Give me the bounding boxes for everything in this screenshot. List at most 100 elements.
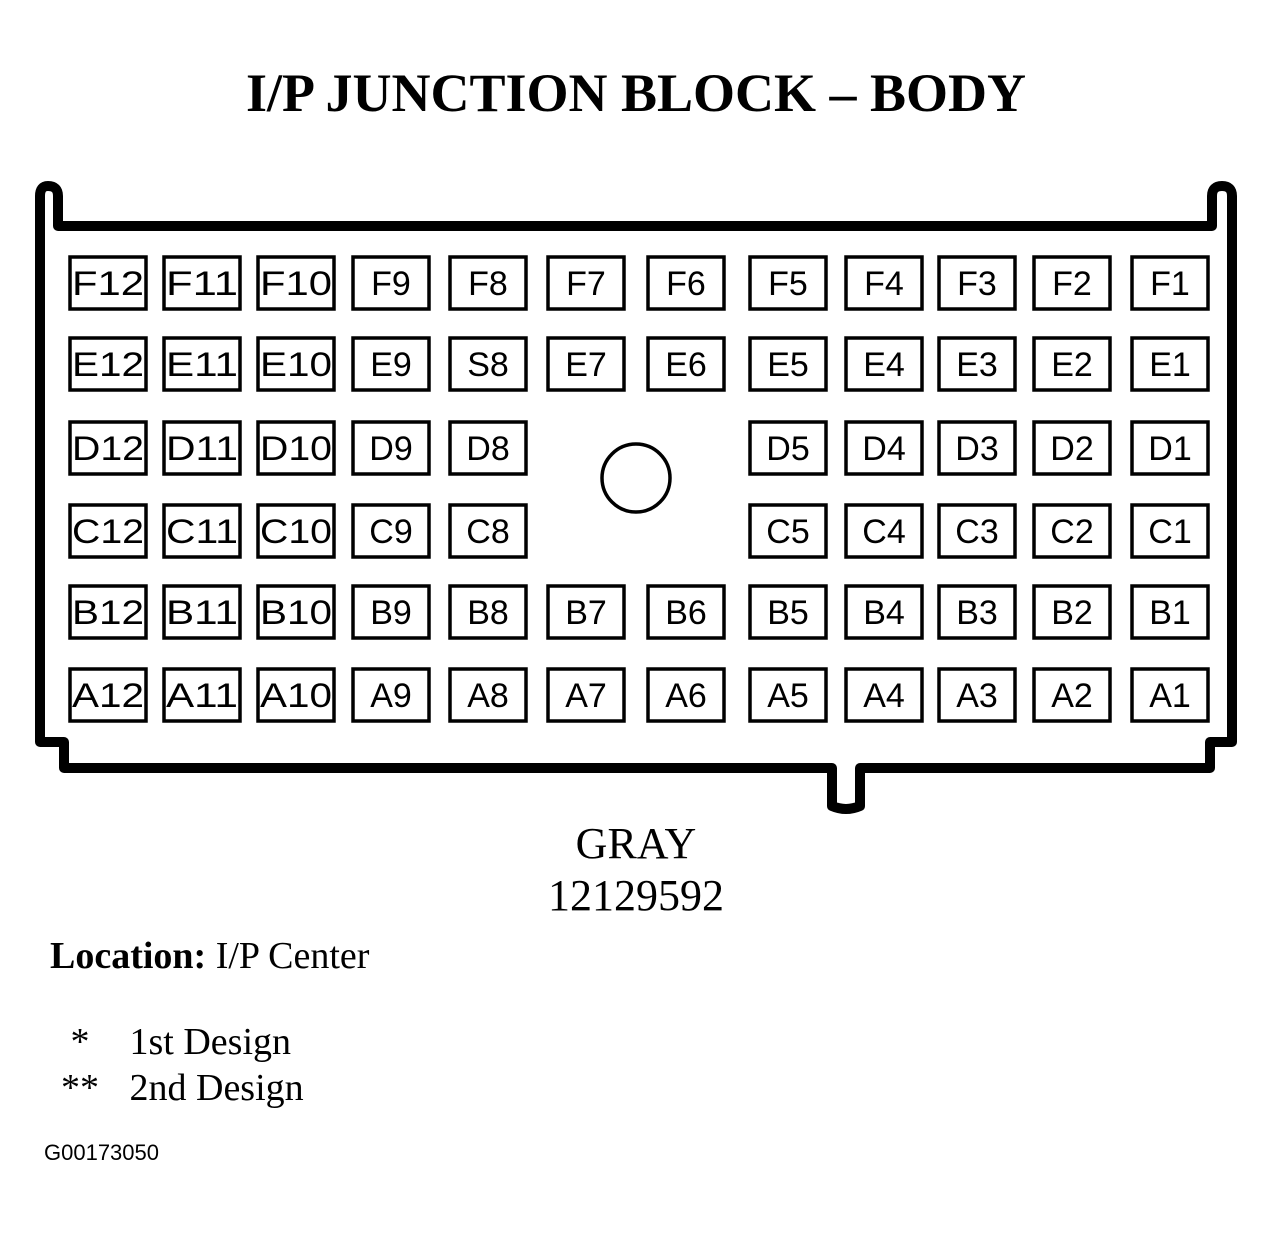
pin-cavity xyxy=(448,667,528,723)
pin-cavity xyxy=(1130,503,1210,559)
pin-label: B6 xyxy=(665,594,707,632)
pin-cavity xyxy=(546,255,626,311)
pin-label: F10 xyxy=(260,265,332,303)
pin-label: E12 xyxy=(72,346,144,384)
pin-label: C3 xyxy=(955,513,998,551)
pin-cavity xyxy=(937,420,1017,476)
pin-label: E10 xyxy=(260,346,332,384)
pin-label: D12 xyxy=(72,430,144,468)
pin-cavity xyxy=(448,584,528,640)
pin-label: E9 xyxy=(370,346,412,384)
pin-cavity xyxy=(748,255,828,311)
pin-cavity xyxy=(1032,667,1112,723)
pin-label: D10 xyxy=(260,430,332,468)
pin-label: B11 xyxy=(166,594,238,632)
pin-cavity xyxy=(937,336,1017,392)
pin-label: F2 xyxy=(1052,265,1092,303)
legend-symbol: * xyxy=(70,1021,90,1063)
pin-cavity xyxy=(68,255,148,311)
location-value: I/P Center xyxy=(206,935,370,977)
pin-label: F7 xyxy=(566,265,606,303)
pin-cavity xyxy=(1032,420,1112,476)
pin-cavity xyxy=(646,255,726,311)
pin-label: E11 xyxy=(166,346,238,384)
pin-cavity xyxy=(1032,584,1112,640)
pin-cavity xyxy=(844,255,924,311)
pin-label: C11 xyxy=(166,513,238,551)
pin-label: C5 xyxy=(766,513,809,551)
legend-label: 2nd Design xyxy=(129,1067,304,1109)
pin-label: A10 xyxy=(260,677,332,715)
pin-cavity xyxy=(448,255,528,311)
pin-label: D8 xyxy=(466,430,509,468)
pin-label: E7 xyxy=(565,346,607,384)
pin-cavity xyxy=(937,584,1017,640)
pin-label: F6 xyxy=(666,265,706,303)
legend-row: * 1st Design xyxy=(40,1020,292,1064)
pin-label: B7 xyxy=(565,594,607,632)
pin-label: A1 xyxy=(1149,677,1191,715)
legend-label: 1st Design xyxy=(129,1021,292,1063)
pin-label: B2 xyxy=(1051,594,1093,632)
pin-cavity xyxy=(748,420,828,476)
pin-label: F4 xyxy=(864,265,904,303)
pin-label: D1 xyxy=(1148,430,1191,468)
pin-label: F3 xyxy=(957,265,997,303)
pin-label: F11 xyxy=(166,265,238,303)
pin-cavity xyxy=(68,667,148,723)
pin-label: D9 xyxy=(369,430,412,468)
pin-label: C8 xyxy=(466,513,509,551)
pin-label: B1 xyxy=(1149,594,1191,632)
pin-label: A12 xyxy=(72,677,144,715)
part-number: 12129592 xyxy=(548,871,724,920)
pin-cavity xyxy=(162,420,242,476)
pin-label: E1 xyxy=(1149,346,1191,384)
pin-cavity xyxy=(748,584,828,640)
pin-cavity xyxy=(256,420,336,476)
pin-label: F9 xyxy=(371,265,411,303)
pin-label: A4 xyxy=(863,677,905,715)
pin-cavity xyxy=(162,503,242,559)
housing-outline xyxy=(35,181,1237,814)
pin-cavity xyxy=(162,584,242,640)
pin-label: A11 xyxy=(166,677,238,715)
pin-cavity xyxy=(68,420,148,476)
pin-label: C10 xyxy=(260,513,332,551)
pin-cavity xyxy=(162,667,242,723)
pin-label: B9 xyxy=(370,594,412,632)
location-key: Location: xyxy=(50,935,207,977)
pin-label: D3 xyxy=(955,430,998,468)
pin-label: A7 xyxy=(565,677,607,715)
pin-cavity xyxy=(844,667,924,723)
pin-cavity xyxy=(1130,667,1210,723)
pin-label: E4 xyxy=(863,346,905,384)
pin-cavity xyxy=(844,336,924,392)
diagram-title: I/P JUNCTION BLOCK – BODY xyxy=(245,63,1027,123)
pin-cavity xyxy=(937,255,1017,311)
pin-label: C4 xyxy=(862,513,905,551)
pin-cavity xyxy=(256,667,336,723)
pin-label: A2 xyxy=(1051,677,1093,715)
pin-cavity xyxy=(162,255,242,311)
pin-cavity xyxy=(351,255,431,311)
pin-label: A3 xyxy=(956,677,998,715)
pin-cavity xyxy=(1032,503,1112,559)
pin-label: B5 xyxy=(767,594,809,632)
pin-label: A6 xyxy=(665,677,707,715)
pin-cavity xyxy=(844,420,924,476)
pin-cavity xyxy=(748,667,828,723)
pin-label: F1 xyxy=(1150,265,1190,303)
pin-cavity xyxy=(351,584,431,640)
pin-label: A9 xyxy=(370,677,412,715)
pin-cavity xyxy=(351,336,431,392)
pin-cavity xyxy=(546,336,626,392)
pin-cavity xyxy=(68,584,148,640)
location-note: Location: I/P Center xyxy=(50,934,369,978)
pin-cavity xyxy=(351,420,431,476)
pin-cavity xyxy=(256,255,336,311)
pin-label: F12 xyxy=(72,265,144,303)
pin-cavity xyxy=(748,336,828,392)
pin-label: C2 xyxy=(1050,513,1093,551)
pin-cavity xyxy=(448,336,528,392)
pin-label: F8 xyxy=(468,265,508,303)
